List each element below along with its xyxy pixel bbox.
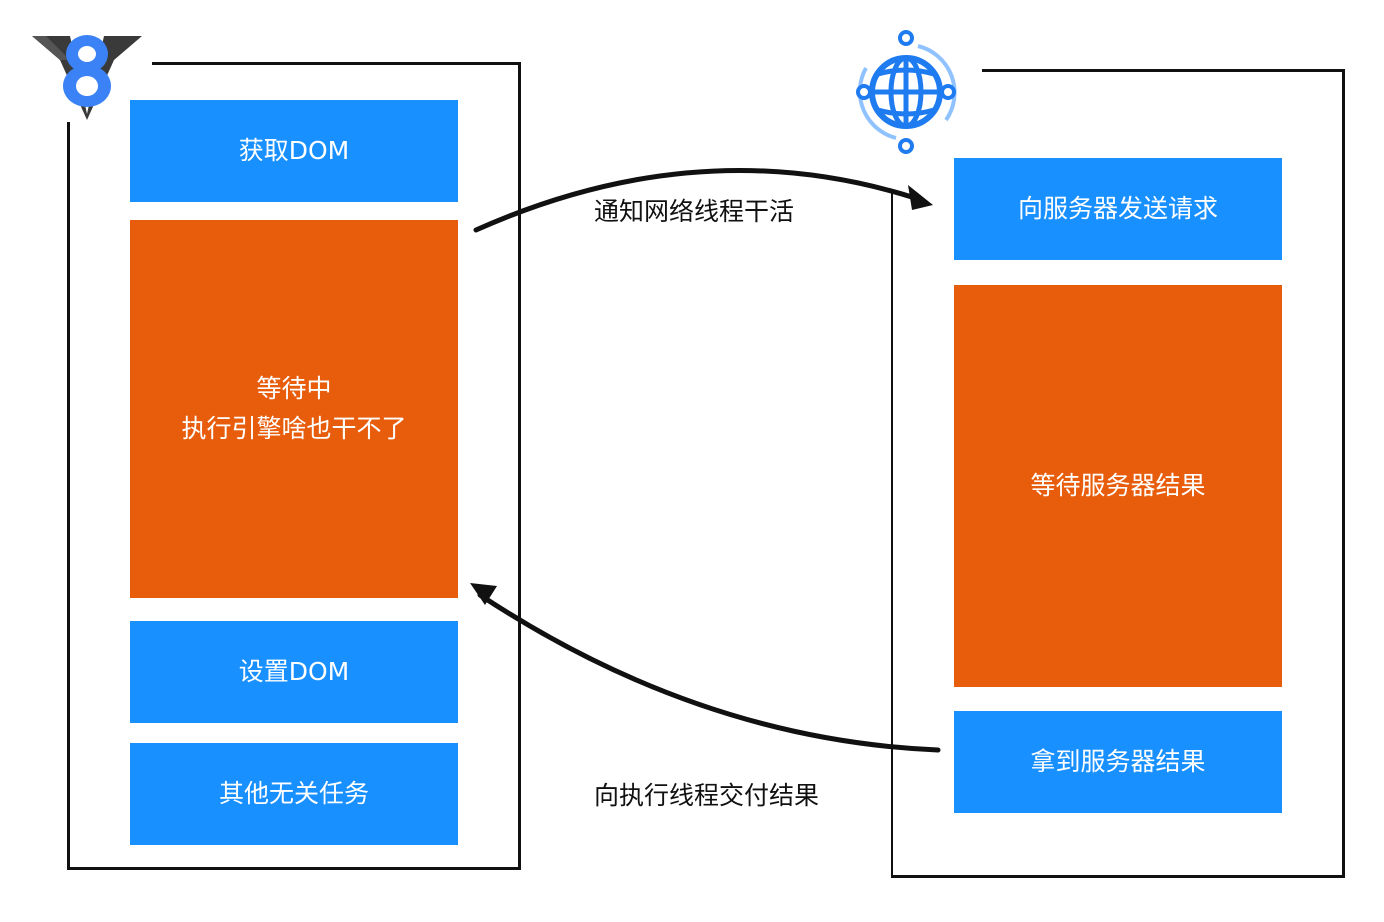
task-set-dom: 设置DOM [130,621,458,723]
task-waiting-line2: 执行引擎啥也干不了 [181,414,407,443]
execution-thread-frame-top [152,62,521,65]
v8-logo-icon [32,35,142,120]
task-wait-server: 等待服务器结果 [954,285,1282,687]
forward-arrow-label: 通知网络线程干活 [594,197,795,226]
back-arrow [477,592,941,753]
task-waiting-line1: 等待中 [256,374,332,403]
execution-thread-frame [67,62,521,870]
task-get-dom: 获取DOM [130,100,458,202]
task-send-request: 向服务器发送请求 [954,158,1282,260]
network-thread-frame-top [982,69,1345,72]
task-set-dom-label: 设置DOM [238,657,350,686]
task-other-label: 其他无关任务 [218,779,369,808]
network-thread-frame [891,70,1345,878]
task-other: 其他无关任务 [130,743,458,845]
task-waiting: 等待中 执行引擎啥也干不了 [130,220,458,598]
task-got-result-label: 拿到服务器结果 [1030,747,1206,776]
globe-network-icon [856,30,957,154]
task-get-dom-label: 获取DOM [238,136,350,165]
task-got-result: 拿到服务器结果 [954,711,1282,813]
back-arrow-label: 向执行线程交付结果 [594,781,820,810]
task-wait-server-label: 等待服务器结果 [1030,471,1206,500]
network-thread-frame-left [891,190,893,878]
task-send-request-label: 向服务器发送请求 [1017,194,1218,223]
